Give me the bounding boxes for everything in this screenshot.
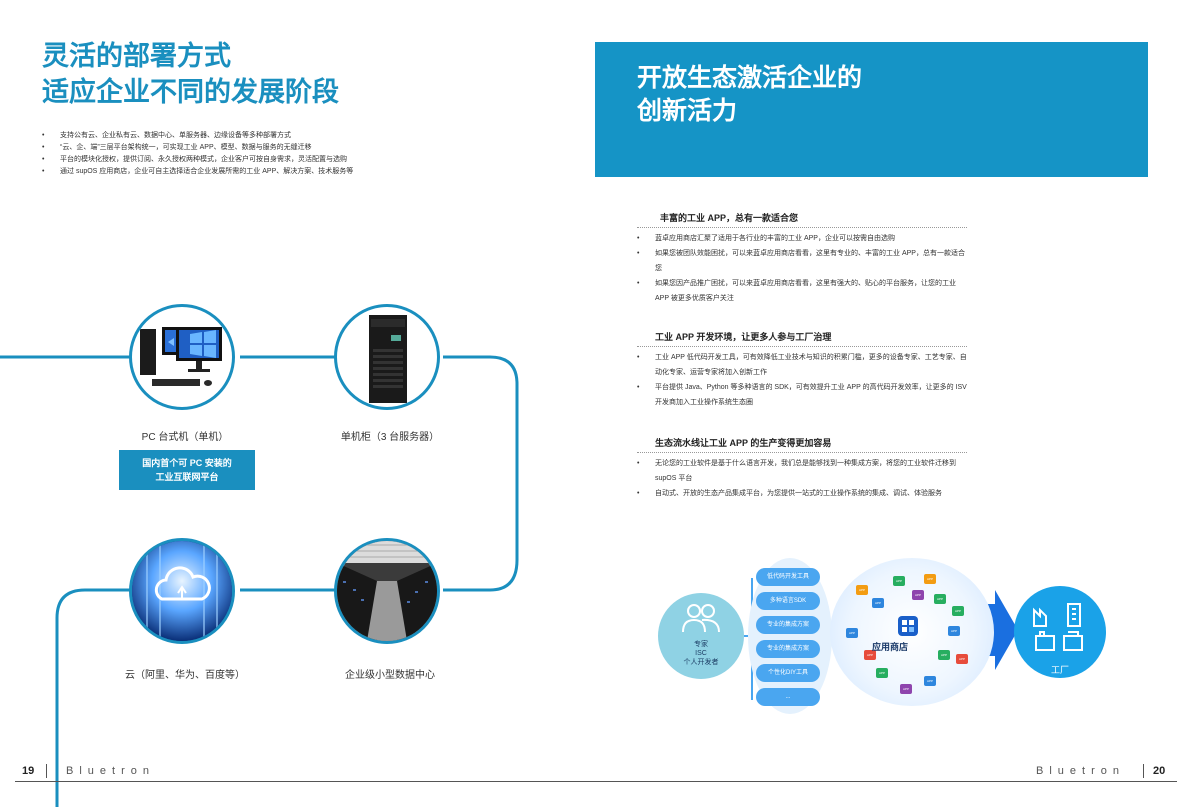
footer-separator — [1143, 764, 1144, 778]
pill-sdk: 多种语言SDK — [756, 592, 820, 610]
app-tile: APP — [924, 676, 936, 686]
section-heading-devenv: 工业 APP 开发环境，让更多人参与工厂治理 — [655, 332, 832, 342]
pill-more: ... — [756, 688, 820, 706]
pill-integration-1: 专业的集成方案 — [756, 616, 820, 634]
app-tile: APP — [912, 590, 924, 600]
people-icon — [682, 604, 720, 633]
left-page-number: 19 — [22, 765, 35, 777]
list-item: 通过 supOS 应用商店，企业可自主选择适合企业发展所需的工业 APP、解决方… — [42, 166, 562, 178]
factory-circle — [1014, 586, 1106, 678]
right-brand: Bluetron — [1036, 765, 1125, 777]
left-title-line-1: 灵活的部署方式 — [42, 41, 231, 71]
developer-circle — [658, 593, 744, 679]
devenv-bullet-list: 工业 APP 低代码开发工具，可有效降低工业技术与知识的积累门槛，更多的设备专家… — [637, 350, 967, 410]
section-divider — [637, 346, 967, 347]
app-tile: APP — [924, 574, 936, 584]
pc-desktop-icon — [140, 327, 222, 386]
pill-diy: 个性化DIY工具 — [756, 664, 820, 682]
server-cabinet-icon — [369, 315, 407, 403]
left-title-line-2: 适应企业不同的发展阶段 — [42, 77, 339, 107]
datacenter-label: 企业级小型数据中心 — [345, 670, 435, 681]
pipeline-bullet-list: 无论您的工业软件是基于什么语言开发，我们总是能够找到一种集成方案，将您的工业软件… — [637, 456, 967, 501]
app-tile: APP — [900, 684, 912, 694]
list-item: 如果您被团队效能困扰，可以来蓝卓应用商店看看，这里有专业的、丰富的工业 APP，… — [637, 246, 967, 276]
right-page-title: 开放生态激活企业的 创新活力 — [637, 62, 862, 128]
developer-label: 专家 ISC 个人开发者 — [658, 640, 744, 667]
list-item: 工业 APP 低代码开发工具，可有效降低工业技术与知识的积累门槛，更多的设备专家… — [637, 350, 967, 380]
app-tile: APP — [872, 598, 884, 608]
app-tile: APP — [948, 626, 960, 636]
highlight-line-1: 国内首个可 PC 安装的 — [142, 458, 232, 468]
cloud-image — [129, 538, 235, 644]
apps-bullet-list: 蓝卓应用商店汇聚了适用于各行业的丰富的工业 APP，企业可以按需自由选购 如果您… — [637, 231, 967, 306]
app-store-label: 应用商店 — [872, 642, 909, 652]
list-item: 支持公有云、企业私有云、数据中心、单服务器、边缘设备等多种部署方式 — [42, 130, 562, 142]
pill-lowcode: 低代码开发工具 — [756, 568, 820, 586]
section-heading-pipeline: 生态流水线让工业 APP 的生产变得更加容易 — [655, 438, 832, 448]
section-heading-apps: 丰富的工业 APP，总有一款适合您 — [660, 213, 799, 223]
app-tile: APP — [938, 650, 950, 660]
developer-line-3: 个人开发者 — [683, 659, 719, 666]
footer-divider — [15, 781, 1177, 782]
server-cabinet-label: 单机柜（3 台服务器） — [340, 432, 440, 443]
pc-desktop-image — [129, 304, 235, 410]
list-item: 蓝卓应用商店汇聚了适用于各行业的丰富的工业 APP，企业可以按需自由选购 — [637, 231, 967, 246]
section-divider — [637, 452, 967, 453]
banner-line-2: 创新活力 — [637, 97, 738, 125]
app-tile: APP — [893, 576, 905, 586]
app-store-logo-icon — [898, 616, 918, 636]
cloud-icon — [132, 541, 232, 641]
factory-icon — [1033, 603, 1083, 651]
section-divider — [637, 227, 967, 228]
highlight-line-2: 工业互联网平台 — [155, 472, 219, 482]
list-item: “云、企、端”三层平台架构统一，可实现工业 APP、模型、数据与服务的无缝迁移 — [42, 142, 562, 154]
factory-label: 工厂 — [1050, 665, 1069, 675]
grid-icon — [902, 620, 914, 632]
deployment-bullet-list: 支持公有云、企业私有云、数据中心、单服务器、边缘设备等多种部署方式 “云、企、端… — [42, 130, 562, 178]
list-item: 无论您的工业软件是基于什么语言开发，我们总是能够找到一种集成方案，将您的工业软件… — [637, 456, 967, 486]
right-banner — [595, 42, 1148, 177]
app-tile: APP — [856, 585, 868, 595]
left-brand: Bluetron — [66, 765, 155, 777]
app-tile: APP — [876, 668, 888, 678]
developer-line-1: 专家 — [694, 641, 708, 648]
list-item: 平台的模块化授权，提供订阅、永久授权两种模式，企业客户可按自身需求，灵活配置与选… — [42, 154, 562, 166]
list-item: 自动式、开放的生态产品集成平台，为您提供一站式的工业操作系统的集成、调试、体验服… — [637, 486, 967, 501]
datacenter-image — [334, 538, 440, 644]
left-page-title: 灵活的部署方式 适应企业不同的发展阶段 — [42, 38, 339, 110]
app-tile: APP — [846, 628, 858, 638]
server-cabinet-image — [334, 304, 440, 410]
list-item: 平台提供 Java、Python 等多种语言的 SDK，可有效提升工业 APP … — [637, 380, 967, 410]
app-tile: APP — [952, 606, 964, 616]
pill-integration-2: 专业的集成方案 — [756, 640, 820, 658]
developer-line-2: ISC — [695, 650, 707, 657]
right-page-number: 20 — [1153, 765, 1166, 777]
footer-separator — [46, 764, 47, 778]
pc-desktop-label: PC 台式机（单机） — [141, 432, 229, 443]
highlight-badge: 国内首个可 PC 安装的 工业互联网平台 — [119, 450, 255, 490]
app-tile: APP — [956, 654, 968, 664]
list-item: 如果您因产品推广困扰，可以来蓝卓应用商店看看，这里有强大的、贴心的平台服务，让您… — [637, 276, 967, 306]
banner-line-1: 开放生态激活企业的 — [637, 64, 863, 92]
cloud-label: 云（阿里、华为、百度等） — [125, 670, 245, 681]
app-tile: APP — [864, 650, 876, 660]
app-tile: APP — [934, 594, 946, 604]
